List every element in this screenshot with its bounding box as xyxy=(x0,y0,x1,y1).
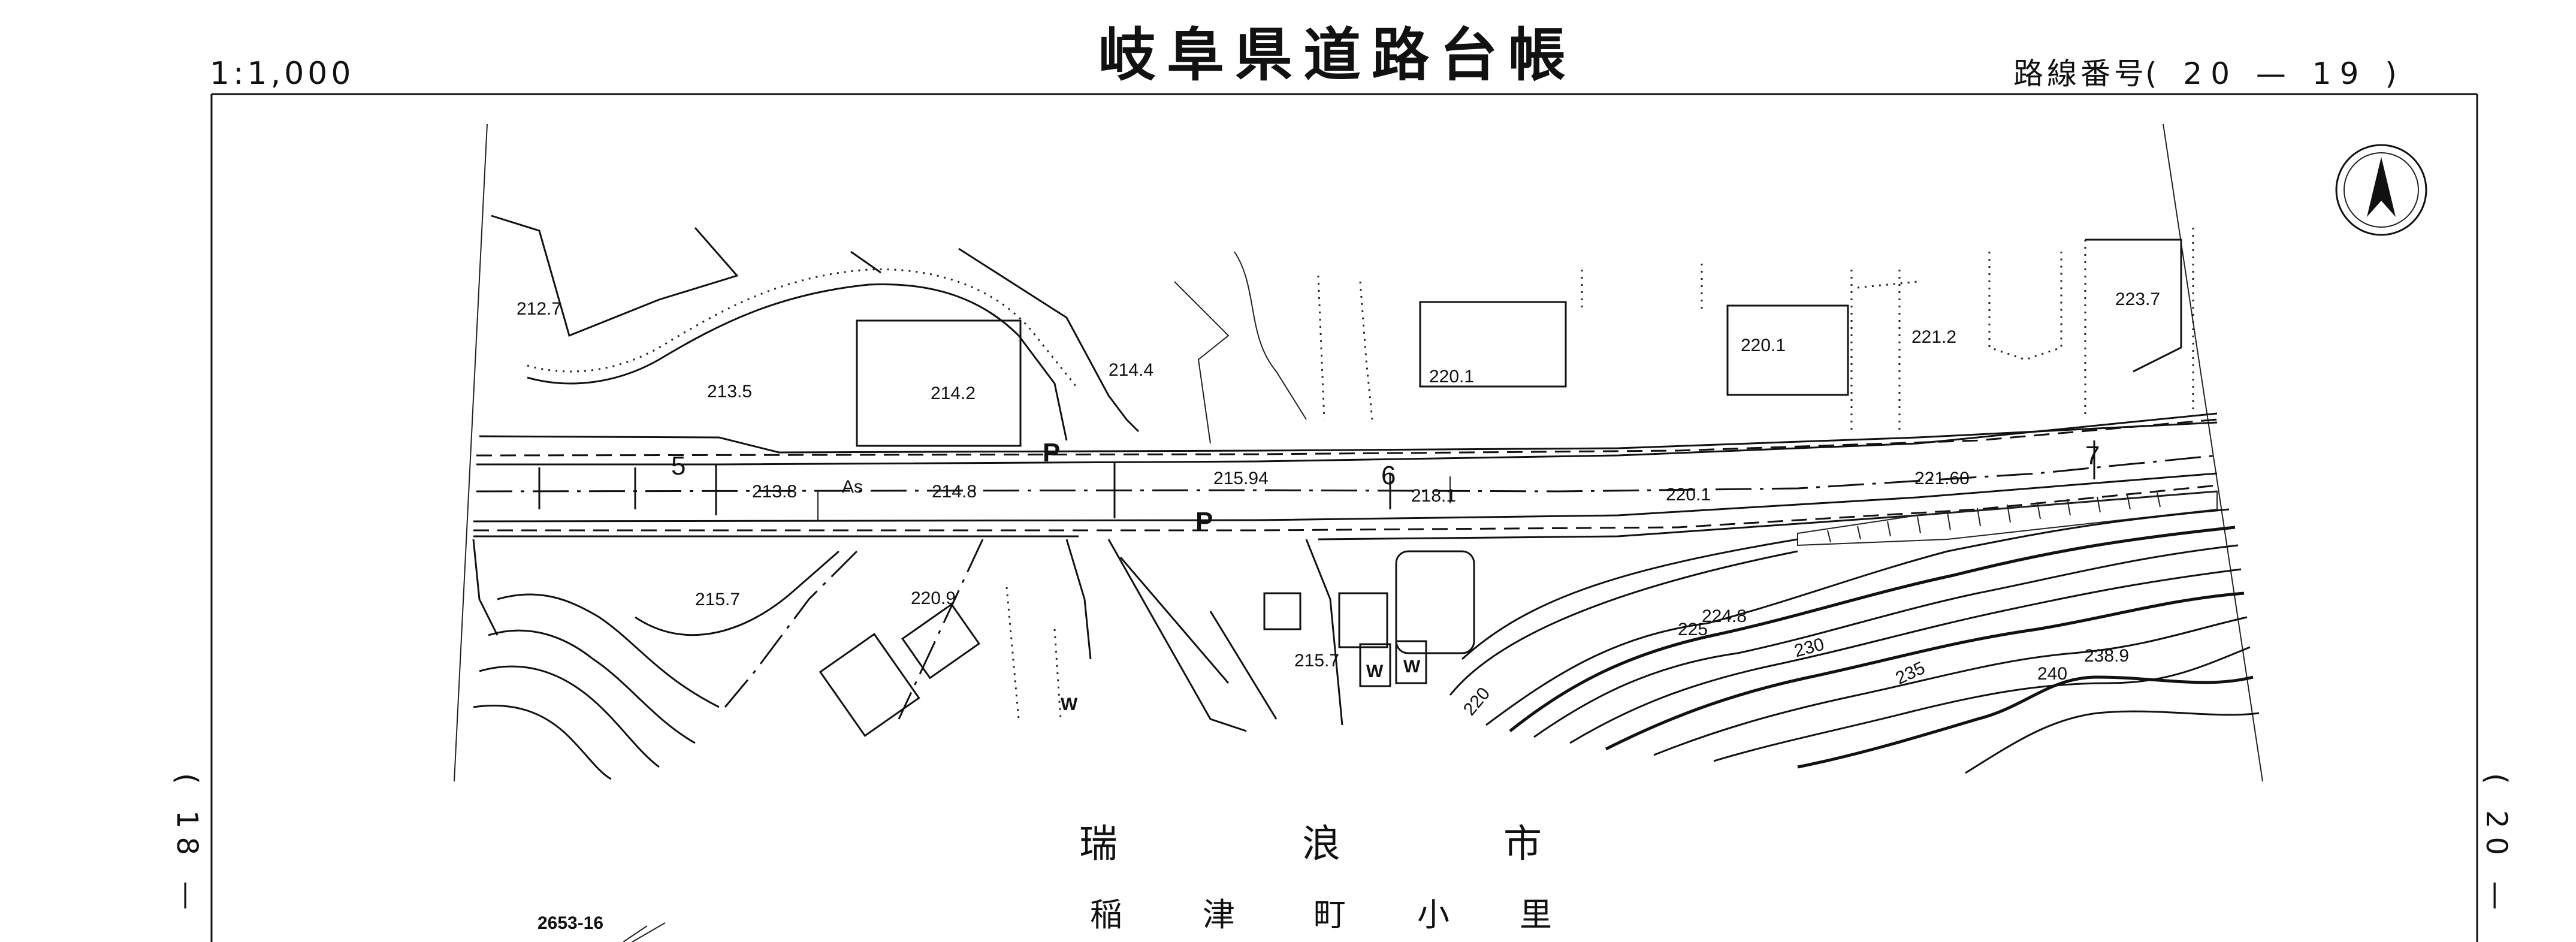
contour-label: 240 xyxy=(2037,664,2067,684)
sheet-title: 岐阜県道路台帳 xyxy=(1098,22,1577,89)
spot-elevation: 224.8 xyxy=(1702,606,1747,626)
spot-elevation: 220.9 xyxy=(911,588,956,608)
town-char: 小 xyxy=(1417,896,1449,934)
contour-lines xyxy=(473,508,2260,780)
spot-elevation: 212.7 xyxy=(517,299,561,319)
contour-label: 225 xyxy=(1678,620,1708,639)
pavement-type: As xyxy=(842,477,863,497)
water-symbol: W xyxy=(1061,695,1078,714)
town-char: 里 xyxy=(1520,896,1552,934)
road-elevation: 220.1 xyxy=(1666,485,1711,505)
parking-symbol: P xyxy=(1195,507,1213,536)
route-number: ( 20 — 19 ) xyxy=(2145,56,2405,91)
spot-elevation: 214.4 xyxy=(1109,360,1153,380)
station-number: 7 xyxy=(2085,441,2100,470)
contour-label: 235 xyxy=(1892,658,1928,689)
south-features xyxy=(472,538,1798,737)
city-char: 瑞 xyxy=(1079,822,1118,866)
water-symbol: W xyxy=(1403,657,1421,677)
spot-elevation: 238.9 xyxy=(2084,646,2129,666)
contour-label: 220 xyxy=(1460,684,1494,720)
city-char: 浪 xyxy=(1302,822,1340,866)
building xyxy=(1419,301,1567,388)
north-features xyxy=(491,215,2194,447)
route-number-label: 路線番号 xyxy=(2013,56,2148,91)
town-char: 町 xyxy=(1313,896,1346,934)
water-symbol: W xyxy=(1366,662,1384,681)
road-elevation: 221.60 xyxy=(1914,469,1970,488)
left-neighbor-sheet: ( 18 — xyxy=(170,773,204,918)
road-elevation: 214.8 xyxy=(932,482,977,502)
map-area: 5 6 7 213.8 As 214.8 215.94 218.1 220.1 … xyxy=(454,123,2427,782)
sheet-frame xyxy=(210,93,2478,942)
parcel-lines xyxy=(623,922,666,942)
road-elevation: 215.94 xyxy=(1213,469,1269,488)
road-elevation: 213.8 xyxy=(752,482,797,502)
scale-label: 1:1,000 xyxy=(210,56,354,92)
road-elevation: 218.1 xyxy=(1411,486,1456,506)
spot-elevation: 220.1 xyxy=(1429,367,1474,387)
town-char: 津 xyxy=(1203,896,1235,934)
building xyxy=(856,319,1022,447)
parking-symbol: P xyxy=(1043,438,1060,467)
right-neighbor-sheet: ( 20 — xyxy=(2480,773,2513,918)
road xyxy=(473,412,2218,547)
city-name: 瑞 浪 市 xyxy=(1079,822,1542,866)
spot-elevation: 213.5 xyxy=(707,382,752,401)
spot-elevation: 221.2 xyxy=(1911,327,1956,347)
town-char: 稲 xyxy=(1090,896,1122,934)
spot-elevation: 220.1 xyxy=(1741,336,1786,355)
north-arrow-icon xyxy=(2335,144,2427,236)
station-number: 6 xyxy=(1381,461,1396,490)
spot-elevation: 215.7 xyxy=(1294,651,1339,671)
spot-elevation: 223.7 xyxy=(2115,289,2160,309)
spot-elevation: 215.7 xyxy=(695,590,740,609)
city-char: 市 xyxy=(1503,822,1542,866)
building xyxy=(1726,304,1849,396)
town-name: 稲 津 町 小 里 xyxy=(1090,896,1552,934)
parcel-number: 2653-16 xyxy=(537,913,603,933)
spot-elevation: 214.2 xyxy=(931,384,976,403)
map-boundary xyxy=(454,123,2263,782)
station-number: 5 xyxy=(671,451,685,481)
